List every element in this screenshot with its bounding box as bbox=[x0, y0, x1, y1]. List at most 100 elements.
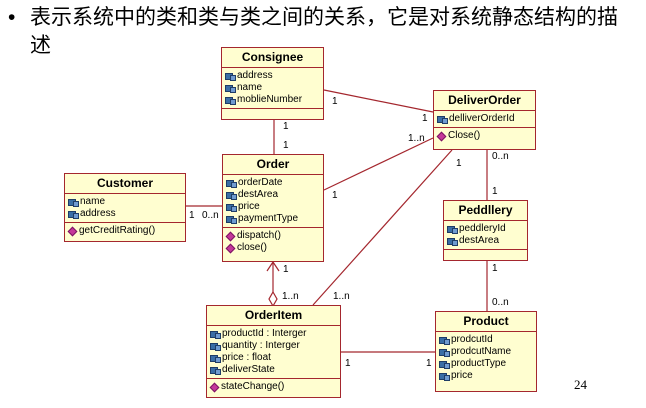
operations-section bbox=[444, 250, 527, 260]
attribute-label: destArea bbox=[459, 235, 500, 246]
link-consignee-deliverorder bbox=[323, 89, 434, 113]
attribute-row: delliverOrderId bbox=[437, 113, 532, 125]
attributes-section: productId : Interger quantity : Interger… bbox=[207, 326, 340, 379]
operation-label: close() bbox=[237, 242, 268, 253]
multiplicity-label: 1 bbox=[456, 158, 462, 169]
attribute-label: price : float bbox=[222, 352, 271, 363]
attribute-label: productType bbox=[451, 358, 507, 369]
attribute-icon bbox=[210, 330, 221, 339]
operation-row: dispatch() bbox=[226, 230, 320, 242]
attribute-icon bbox=[225, 96, 236, 105]
class-consignee[interactable]: Consignee address name moblieNumber bbox=[221, 47, 324, 120]
operation-icon bbox=[68, 227, 76, 235]
attribute-icon bbox=[439, 348, 450, 357]
attribute-label: quantity : Interger bbox=[222, 340, 300, 351]
class-name: Order bbox=[223, 155, 323, 175]
attribute-row: price bbox=[226, 201, 320, 213]
class-peddllery[interactable]: Peddllery peddleryId destArea bbox=[443, 200, 528, 261]
link-order-deliverorder bbox=[323, 137, 434, 191]
attribute-label: delliverOrderId bbox=[449, 113, 515, 124]
attribute-label: price bbox=[451, 370, 473, 381]
operations-section: Close() bbox=[434, 128, 535, 144]
operations-section: dispatch() close() bbox=[223, 228, 323, 256]
attribute-row: paymentType bbox=[226, 213, 320, 225]
attributes-section: orderDate destArea price paymentType bbox=[223, 175, 323, 228]
attribute-label: name bbox=[80, 196, 106, 207]
attribute-row: name bbox=[68, 196, 182, 208]
attribute-icon bbox=[439, 372, 450, 381]
multiplicity-label: 1 bbox=[283, 140, 289, 151]
class-customer[interactable]: Customer name address getCreditRating() bbox=[64, 173, 186, 242]
attributes-section: delliverOrderId bbox=[434, 111, 535, 128]
class-product[interactable]: Product prodcutId prodcutName productTyp… bbox=[435, 311, 537, 392]
attribute-row: deliverState bbox=[210, 364, 337, 376]
multiplicity-label: 1 bbox=[283, 121, 289, 132]
multiplicity-label: 1..n bbox=[408, 133, 425, 144]
attributes-section: peddleryId destArea bbox=[444, 221, 527, 250]
attribute-label: destArea bbox=[238, 189, 279, 200]
operation-icon bbox=[210, 383, 218, 391]
operations-section: getCreditRating() bbox=[65, 223, 185, 239]
attribute-icon bbox=[226, 203, 237, 212]
attribute-label: orderDate bbox=[238, 177, 283, 188]
attribute-row: price : float bbox=[210, 352, 337, 364]
attribute-row: productId : Interger bbox=[210, 328, 337, 340]
attribute-icon bbox=[210, 366, 221, 375]
attribute-icon bbox=[447, 237, 458, 246]
attribute-icon bbox=[447, 225, 458, 234]
attribute-row: peddleryId bbox=[447, 223, 524, 235]
attribute-label: name bbox=[237, 82, 263, 93]
attribute-label: address bbox=[80, 208, 116, 219]
operation-icon bbox=[437, 132, 445, 140]
multiplicity-label: 1 bbox=[332, 190, 338, 201]
multiplicity-label: 1 bbox=[332, 96, 338, 107]
class-name: DeliverOrder bbox=[434, 91, 535, 111]
attribute-icon bbox=[226, 179, 237, 188]
page-number: 24 bbox=[574, 377, 587, 392]
multiplicity-label: 1 bbox=[492, 263, 498, 274]
attribute-label: deliverState bbox=[222, 364, 275, 375]
attribute-row: destArea bbox=[226, 189, 320, 201]
attribute-row: productType bbox=[439, 358, 533, 370]
operation-label: getCreditRating() bbox=[79, 225, 156, 236]
multiplicity-label: 1..n bbox=[333, 291, 350, 302]
attribute-row: prodcutId bbox=[439, 334, 533, 346]
link-deliverorder-orderitem bbox=[312, 149, 453, 306]
operation-icon bbox=[226, 244, 234, 252]
attribute-icon bbox=[68, 210, 79, 219]
attributes-section: name address bbox=[65, 194, 185, 223]
attribute-label: paymentType bbox=[238, 213, 299, 224]
multiplicity-label: 1 bbox=[283, 264, 289, 275]
operation-label: dispatch() bbox=[237, 230, 281, 241]
attribute-icon bbox=[226, 191, 237, 200]
attribute-icon bbox=[226, 215, 237, 224]
attributes-section: prodcutId prodcutName productType price bbox=[436, 332, 536, 384]
attribute-row: quantity : Interger bbox=[210, 340, 337, 352]
multiplicity-label: 1 bbox=[345, 358, 351, 369]
operations-section: stateChange() bbox=[207, 379, 340, 395]
multiplicity-label: 1..n bbox=[282, 291, 299, 302]
attribute-icon bbox=[225, 84, 236, 93]
navigation-arrowhead bbox=[266, 260, 280, 272]
attribute-row: destArea bbox=[447, 235, 524, 247]
class-order[interactable]: Order orderDate destArea price paymentTy… bbox=[222, 154, 324, 262]
operation-row: Close() bbox=[437, 130, 532, 142]
slide-heading: 表示系统中的类和类与类之间的关系，它是对系统静态结构的描述 bbox=[30, 6, 618, 57]
class-deliverorder[interactable]: DeliverOrder delliverOrderId Close() bbox=[433, 90, 536, 150]
multiplicity-label: 0..n bbox=[202, 210, 219, 221]
operation-label: Close() bbox=[448, 130, 481, 141]
attribute-row: price bbox=[439, 370, 533, 382]
attribute-row: address bbox=[225, 70, 320, 82]
aggregation-diamond bbox=[268, 290, 278, 308]
class-orderitem[interactable]: OrderItem productId : Interger quantity … bbox=[206, 305, 341, 398]
class-name: Customer bbox=[65, 174, 185, 194]
attribute-icon bbox=[210, 354, 221, 363]
attribute-label: address bbox=[237, 70, 273, 81]
operation-row: getCreditRating() bbox=[68, 225, 182, 237]
class-name: Consignee bbox=[222, 48, 323, 68]
attribute-row: address bbox=[68, 208, 182, 220]
attribute-label: price bbox=[238, 201, 260, 212]
attribute-label: peddleryId bbox=[459, 223, 506, 234]
operation-icon bbox=[226, 232, 234, 240]
